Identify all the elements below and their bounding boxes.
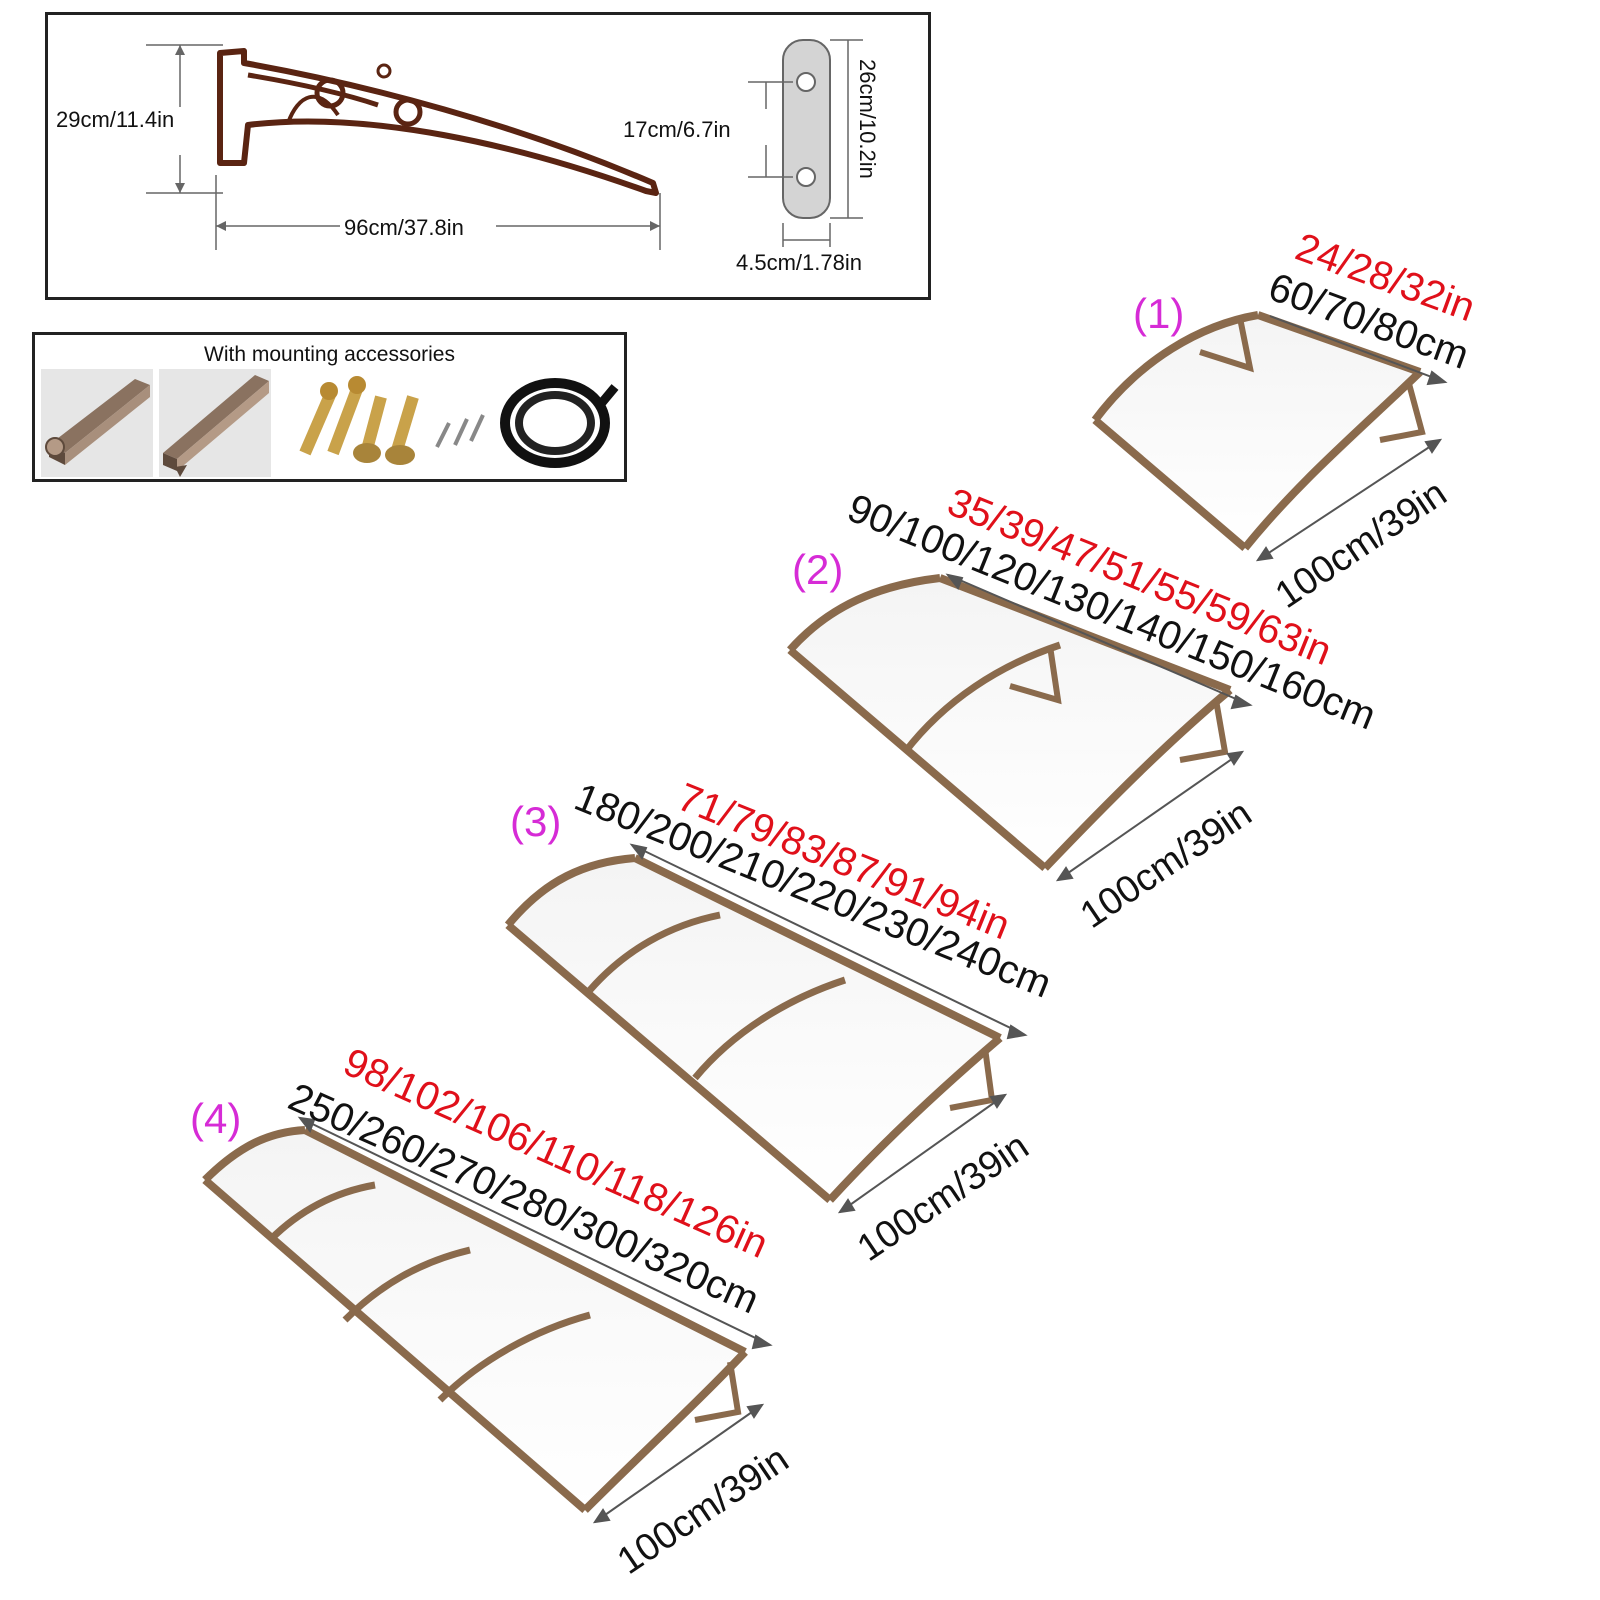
variant-4-label: (4)	[190, 1095, 242, 1142]
accessories-panel: With mounting accessories	[32, 332, 627, 482]
sealing-strip-icon	[500, 378, 619, 468]
hole-spacing-label: 17cm/6.7in	[623, 117, 731, 142]
bracket-length-label: 96cm/37.8in	[344, 215, 464, 240]
variant-3-label: (3)	[510, 798, 562, 845]
bracket-diagram-panel: 29cm/11.4in 96cm/37.8in 17cm/6.7in 26cm/…	[45, 12, 931, 300]
rail-profile-1-icon	[41, 369, 153, 477]
bracket-height-label: 29cm/11.4in	[56, 107, 175, 132]
accessories-images	[41, 369, 619, 477]
width-arrows	[297, 315, 1448, 1350]
rail-profile-2-icon	[159, 369, 271, 477]
canopy-3	[504, 854, 1003, 1204]
expansion-bolts-icon	[299, 376, 485, 465]
variant-2-label: (2)	[792, 546, 844, 593]
accessories-title: With mounting accessories	[204, 343, 455, 366]
canopy-4	[202, 1126, 748, 1514]
canopy-1	[1091, 311, 1426, 552]
variant-1-label: (1)	[1133, 290, 1185, 337]
plate-width-label: 4.5cm/1.78in	[736, 250, 862, 275]
depth-arrows	[592, 438, 1443, 1524]
canopy-2	[787, 574, 1233, 872]
bracket-drawing	[146, 39, 863, 250]
